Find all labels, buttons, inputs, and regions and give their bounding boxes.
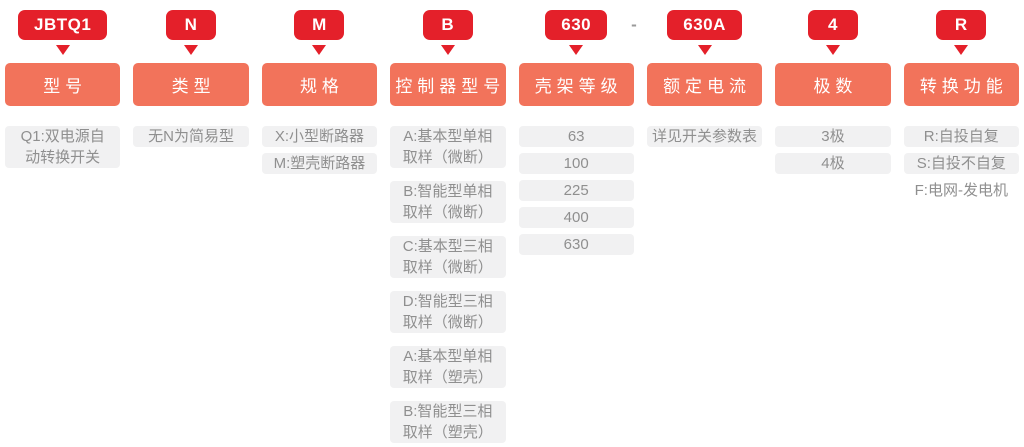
- model-code-badge: B: [422, 10, 473, 40]
- arrow-down-icon: [697, 45, 712, 55]
- spec-column: R 转换功能 R:自投自复 S:自投不自复 F:电网-发电机: [903, 0, 1019, 443]
- arrow-down-icon: [55, 45, 70, 55]
- segment-label: 型号: [5, 63, 121, 106]
- option-item: 225: [518, 180, 634, 201]
- option-item: M:塑壳断路器: [261, 153, 378, 174]
- option-item: 3极: [775, 126, 891, 147]
- arrow-down-icon: [184, 45, 199, 55]
- model-code-badge: 630: [545, 10, 608, 40]
- option-item: S:自投不自复: [903, 153, 1019, 174]
- segment-label: 规格: [261, 63, 378, 106]
- model-code-badge: 4: [807, 10, 858, 40]
- segment-label: 类型: [133, 63, 249, 106]
- arrow-down-icon: [569, 45, 584, 55]
- option-item: 63: [518, 126, 634, 147]
- arrow-down-icon: [825, 45, 840, 55]
- option-item: 详见开关参数表: [646, 126, 763, 147]
- segment-label: 极数: [775, 63, 891, 106]
- arrow-down-icon: [954, 45, 969, 55]
- spec-column: N 类型 无N为简易型: [133, 0, 249, 443]
- segment-label: 控制器型号: [390, 63, 506, 106]
- option-item: C:基本型三相 取样（微断）: [390, 236, 506, 278]
- option-list: 63 100 225 400 630: [518, 126, 634, 255]
- option-item: 630: [518, 234, 634, 255]
- option-item: 100: [518, 153, 634, 174]
- arrow-down-icon: [440, 45, 455, 55]
- spec-column: JBTQ1 型号 Q1:双电源自 动转换开关: [5, 0, 121, 443]
- option-list: Q1:双电源自 动转换开关: [5, 126, 121, 168]
- option-item: A:基本型单相 取样（塑壳）: [390, 346, 506, 388]
- option-item: X:小型断路器: [261, 126, 378, 147]
- option-list: X:小型断路器 M:塑壳断路器: [261, 126, 378, 174]
- model-code-badge: JBTQ1: [18, 10, 108, 40]
- model-code-badge: R: [936, 10, 987, 40]
- option-item: 4极: [775, 153, 891, 174]
- arrow-down-icon: [312, 45, 327, 55]
- model-code-badge: 630A: [667, 10, 742, 40]
- spec-column: B 控制器型号 A:基本型单相 取样（微断） B:智能型单相 取样（微断） C:基本…: [390, 0, 506, 443]
- segment-label: 壳架等级: [518, 63, 634, 106]
- option-list: 无N为简易型: [133, 126, 249, 147]
- option-list: R:自投自复 S:自投不自复 F:电网-发电机: [903, 126, 1019, 201]
- option-item: A:基本型单相 取样（微断）: [390, 126, 506, 168]
- option-item: D:智能型三相 取样（微断）: [390, 291, 506, 333]
- code-separator: -: [631, 15, 637, 34]
- model-code-badge: M: [294, 10, 345, 40]
- spec-column: 630A 额定电流 详见开关参数表: [646, 0, 763, 443]
- option-item: R:自投自复: [903, 126, 1019, 147]
- option-item: 400: [518, 207, 634, 228]
- option-item: 无N为简易型: [133, 126, 249, 147]
- model-code-badge: N: [166, 10, 217, 40]
- option-item: B:智能型三相 取样（塑壳）: [390, 401, 506, 443]
- segment-label: 额定电流: [646, 63, 763, 106]
- spec-column: 630 壳架等级 63 100 225 400 630: [518, 0, 634, 443]
- option-list: 详见开关参数表: [646, 126, 763, 147]
- option-item: F:电网-发电机: [914, 182, 1008, 199]
- option-item: B:智能型单相 取样（微断）: [390, 181, 506, 223]
- option-item: Q1:双电源自 动转换开关: [5, 126, 121, 168]
- segment-label: 转换功能: [903, 63, 1019, 106]
- spec-column: M 规格 X:小型断路器 M:塑壳断路器: [261, 0, 378, 443]
- option-list: A:基本型单相 取样（微断） B:智能型单相 取样（微断） C:基本型三相 取样（微…: [390, 126, 506, 443]
